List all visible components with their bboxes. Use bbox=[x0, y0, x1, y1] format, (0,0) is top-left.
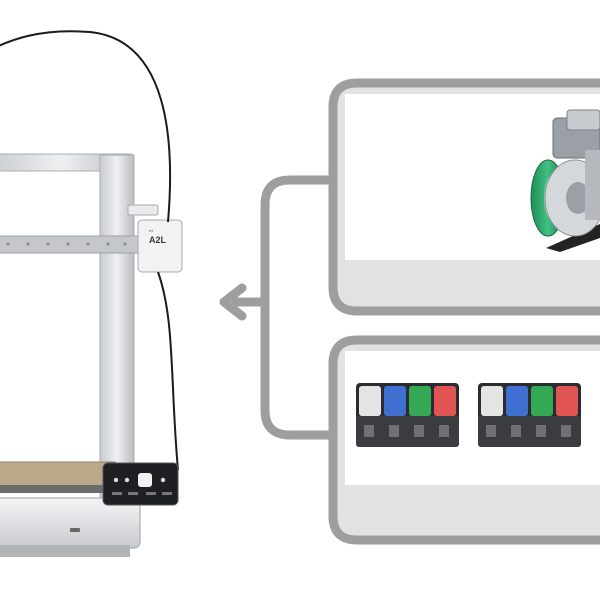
filament-hub-right bbox=[478, 383, 581, 447]
printer-base-foot bbox=[0, 545, 130, 557]
panel-filament-hub bbox=[328, 335, 600, 545]
bed-carriage bbox=[0, 485, 120, 493]
3d-printer: A2L ▪▪▪ bbox=[0, 30, 183, 557]
usb-port-icon bbox=[70, 528, 80, 532]
toolhead-model-label: A2L bbox=[149, 235, 167, 245]
toolhead-brand-mark: ▪▪▪ bbox=[149, 228, 154, 233]
printer-toolhead bbox=[137, 219, 183, 273]
printer-touchscreen bbox=[102, 462, 179, 506]
filament-toolhead-icon bbox=[530, 109, 600, 252]
filament-hub-left bbox=[356, 383, 459, 447]
arrow-head-icon bbox=[219, 283, 247, 321]
toolhead-to-base-cable bbox=[157, 271, 179, 471]
printer-gantry-arm bbox=[0, 235, 141, 254]
printer-build-plate bbox=[0, 461, 116, 488]
connector-arrow bbox=[219, 175, 345, 440]
filament-cable bbox=[0, 30, 172, 223]
cable-bracket bbox=[127, 204, 159, 216]
panel-toolhead bbox=[328, 78, 600, 316]
